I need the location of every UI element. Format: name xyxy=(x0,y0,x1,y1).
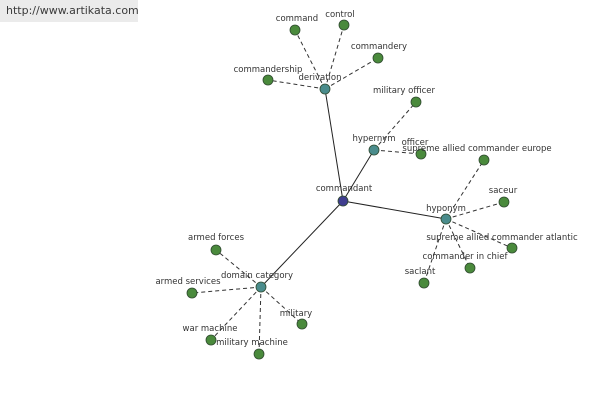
term-label-armed-forces[interactable]: armed forces xyxy=(188,233,245,243)
term-node-saclant[interactable] xyxy=(418,277,430,289)
watermark-url[interactable]: http://www.artikata.com xyxy=(6,4,139,17)
edge-center-to-hypernym xyxy=(342,149,375,202)
term-label-officer[interactable]: officer xyxy=(402,138,429,148)
edge-domain-category-to-armed-forces xyxy=(215,249,262,288)
term-label-supreme-allied-commander-europe[interactable]: supreme allied commander europe xyxy=(402,144,551,154)
term-label-saceur[interactable]: saceur xyxy=(489,186,518,196)
term-label-military-machine[interactable]: military machine xyxy=(216,338,288,348)
term-node-command[interactable] xyxy=(289,24,301,36)
term-node-war-machine[interactable] xyxy=(205,334,217,346)
term-node-commandery[interactable] xyxy=(372,52,384,64)
edge-hypernym-to-officer xyxy=(373,149,422,155)
edge-hyponym-to-saclant xyxy=(423,218,447,284)
relation-label-derivation[interactable]: derivation xyxy=(298,73,341,83)
term-node-military[interactable] xyxy=(296,318,308,330)
edge-domain-category-to-armed-services xyxy=(191,286,262,294)
term-label-military[interactable]: military xyxy=(280,309,312,319)
edge-hypernym-to-military-officer xyxy=(373,101,417,151)
relation-label-domain-category[interactable]: domain category xyxy=(221,271,293,281)
term-node-armed-forces[interactable] xyxy=(210,244,222,256)
term-node-control[interactable] xyxy=(338,19,350,31)
labels-layer: commandant derivation command control comman… xyxy=(155,10,577,348)
edge-domain-category-to-military xyxy=(260,286,303,325)
edge-derivation-to-commandership xyxy=(267,79,326,90)
edge-derivation-to-commandery xyxy=(324,57,379,90)
term-label-commandership[interactable]: commandership xyxy=(234,65,303,75)
term-node-commander-in-chief[interactable] xyxy=(464,262,476,274)
term-label-supreme-allied-commander-atlantic[interactable]: supreme allied commander atlantic xyxy=(426,233,578,243)
edge-hyponym-to-commander-in-chief xyxy=(445,218,471,269)
edge-domain-category-to-war-machine xyxy=(210,286,262,341)
edge-hyponym-to-supreme-allied-commander-atlantic xyxy=(445,218,513,249)
term-node-military-machine[interactable] xyxy=(253,348,265,360)
term-label-command[interactable]: command xyxy=(276,14,318,24)
edge-center-to-domain-category xyxy=(260,200,344,288)
term-label-armed-services[interactable]: armed services xyxy=(155,277,221,287)
edge-center-to-derivation xyxy=(324,88,344,202)
term-label-commandery[interactable]: commandery xyxy=(351,42,407,52)
edges-layer xyxy=(191,24,513,355)
term-node-supreme-allied-commander-atlantic[interactable] xyxy=(506,242,518,254)
center-node-commandant[interactable] xyxy=(337,195,349,207)
term-node-saceur[interactable] xyxy=(498,196,510,208)
term-label-war-machine[interactable]: war machine xyxy=(183,324,238,334)
edge-center-to-hyponym xyxy=(342,200,447,220)
term-label-commander-in-chief[interactable]: commander in chief xyxy=(423,252,509,262)
term-node-commandership[interactable] xyxy=(262,74,274,86)
center-label-commandant[interactable]: commandant xyxy=(316,184,373,194)
watermark-banner: http://www.artikata.com xyxy=(0,0,139,22)
relation-node-derivation[interactable] xyxy=(319,83,331,95)
term-label-saclant[interactable]: saclant xyxy=(405,267,436,277)
relation-label-hyponym[interactable]: hyponym xyxy=(426,204,466,214)
term-label-control[interactable]: control xyxy=(325,10,354,20)
term-node-armed-services[interactable] xyxy=(186,287,198,299)
relation-label-hypernym[interactable]: hypernym xyxy=(352,134,395,144)
relation-node-hypernym[interactable] xyxy=(368,144,380,156)
term-node-military-officer[interactable] xyxy=(410,96,422,108)
nodes-layer xyxy=(186,19,518,360)
term-node-officer[interactable] xyxy=(415,148,427,160)
term-label-military-officer[interactable]: military officer xyxy=(373,86,435,96)
edge-hyponym-to-saceur xyxy=(445,201,505,220)
relation-node-hyponym[interactable] xyxy=(440,213,452,225)
term-node-supreme-allied-commander-europe[interactable] xyxy=(478,154,490,166)
edge-hyponym-to-supreme-allied-commander-europe xyxy=(445,159,485,220)
relation-node-domain-category[interactable] xyxy=(255,281,267,293)
